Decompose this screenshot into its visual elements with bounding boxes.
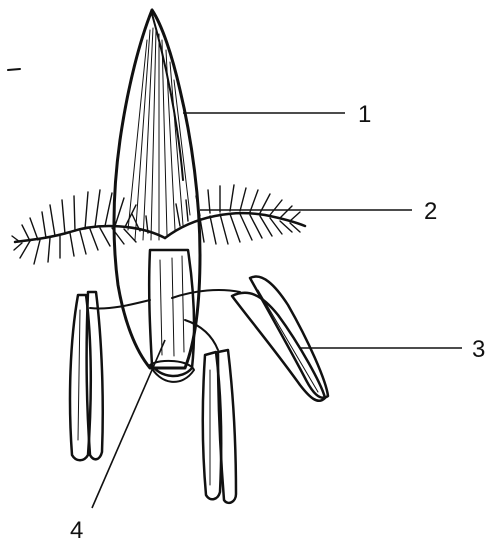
- label-3: 3: [472, 336, 485, 363]
- label-4: 4: [70, 517, 83, 544]
- label-2: 2: [424, 198, 437, 225]
- anther-right: [232, 277, 328, 401]
- label-1: 1: [358, 101, 371, 128]
- bract: [114, 10, 200, 368]
- anther-middle: [203, 350, 236, 503]
- stray-mark: [8, 69, 20, 70]
- anther-left: [70, 292, 103, 460]
